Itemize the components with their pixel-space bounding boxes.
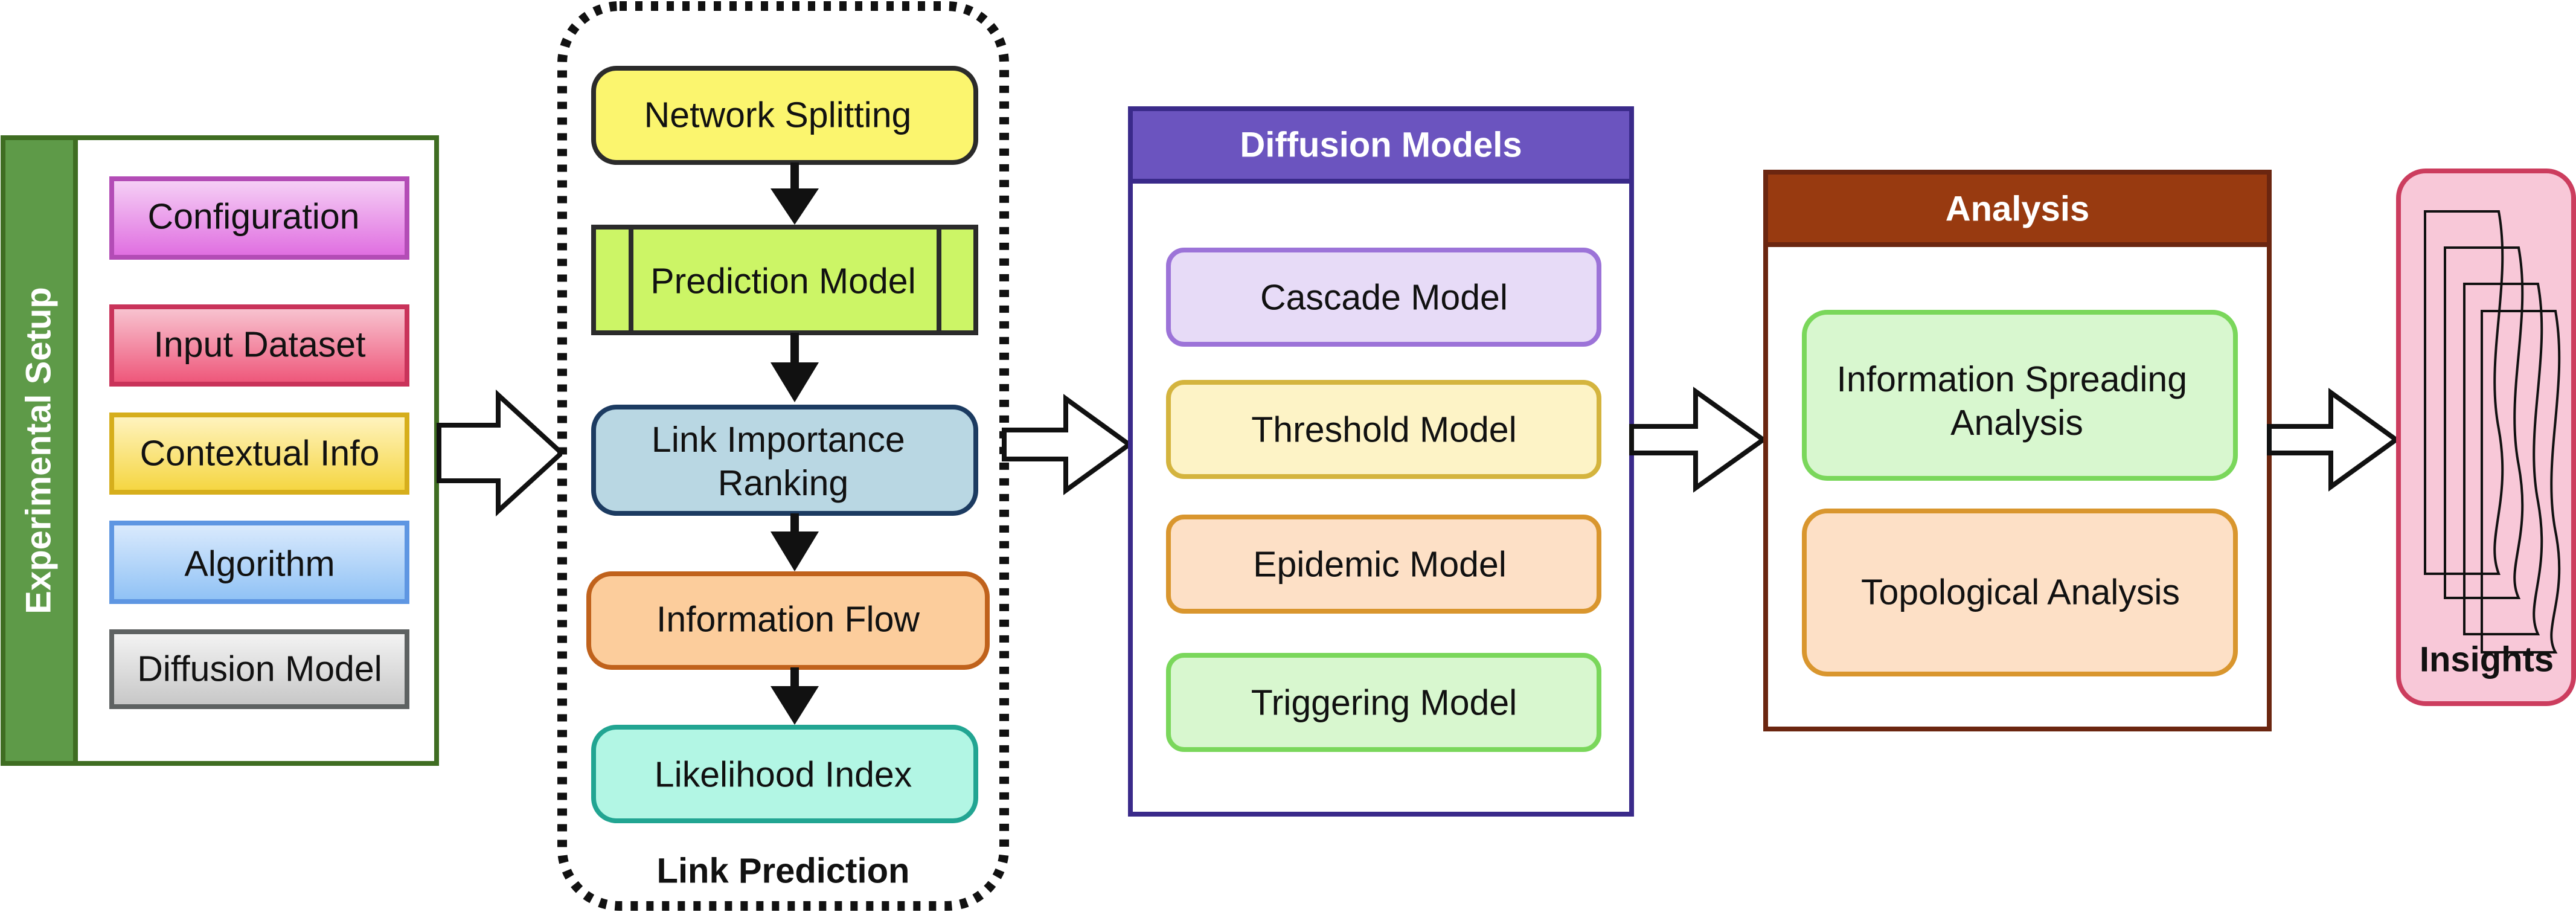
prediction-model-box xyxy=(591,225,978,335)
threshold-model-label: Threshold Model xyxy=(1251,410,1516,450)
contextual-info-label: Contextual Info xyxy=(140,434,380,474)
epidemic-model-box xyxy=(1166,515,1601,614)
information-flow-label: Information Flow xyxy=(656,600,920,640)
information-flow-box xyxy=(586,571,990,670)
prediction-model-label: Prediction Model xyxy=(650,262,915,301)
input-dataset-label: Input Dataset xyxy=(154,325,366,365)
documents-stack-icon xyxy=(2424,210,2561,653)
link-prediction-title: Link Prediction xyxy=(657,851,910,890)
algorithm-label: Algorithm xyxy=(184,544,335,584)
diffusion-models-title: Diffusion Models xyxy=(1240,125,1522,164)
contextual-info-box xyxy=(109,413,409,495)
triggering-model-label: Triggering Model xyxy=(1251,683,1517,723)
step-arrow-1 xyxy=(771,162,819,225)
epidemic-model-label: Epidemic Model xyxy=(1253,545,1507,585)
experimental-setup-title: Experimental Setup xyxy=(19,287,58,614)
diffusion-models-panel: Diffusion Models Cascade Model Threshold… xyxy=(1128,106,1634,817)
information-spreading-analysis-label: Information Spreading Analysis xyxy=(1837,359,2197,443)
information-spreading-analysis-box xyxy=(1802,310,2238,481)
configuration-box xyxy=(109,176,409,260)
triggering-model-box xyxy=(1166,653,1601,752)
link-importance-ranking-line-2: Ranking xyxy=(718,463,848,503)
network-splitting-label: Network Splitting xyxy=(644,95,912,135)
link-importance-ranking-line-1: Link Importance xyxy=(652,420,905,460)
algorithm-box xyxy=(109,521,409,604)
step-arrow-4 xyxy=(771,667,819,725)
step-arrow-3 xyxy=(771,513,819,571)
likelihood-index-label: Likelihood Index xyxy=(655,755,912,795)
analysis-panel: Analysis Information Spreading Analysis … xyxy=(1763,170,2272,731)
input-dataset-box xyxy=(109,304,409,387)
link-importance-ranking-box xyxy=(591,405,978,516)
configuration-label: Configuration xyxy=(148,197,360,237)
cascade-model-box xyxy=(1166,248,1601,347)
link-importance-ranking-label: Link Importance Ranking xyxy=(652,420,915,503)
cascade-model-label: Cascade Model xyxy=(1260,278,1508,318)
diffusion-model-label: Diffusion Model xyxy=(137,649,382,689)
flow-arrow-analysis-to-insights xyxy=(2267,388,2400,492)
flow-arrow-setup-to-link-prediction xyxy=(437,389,565,517)
topological-analysis-label: Topological Analysis xyxy=(1861,573,2180,612)
flow-arrow-diffusion-to-analysis xyxy=(1629,387,1767,493)
insights-title: Insights xyxy=(2420,640,2554,679)
likelihood-index-box xyxy=(591,725,978,823)
link-prediction-panel: Link Prediction Network Splitting Predic… xyxy=(557,1,1009,911)
threshold-model-box xyxy=(1166,380,1601,479)
step-arrow-2 xyxy=(771,333,819,402)
insights-panel: Insights xyxy=(2396,169,2576,706)
information-spreading-analysis-line-2: Analysis xyxy=(1950,403,2083,443)
experimental-setup-panel: Experimental Setup Configuration Input D… xyxy=(1,135,439,766)
topological-analysis-box xyxy=(1802,509,2238,676)
information-spreading-analysis-line-1: Information Spreading xyxy=(1837,359,2188,399)
flow-arrow-link-prediction-to-diffusion xyxy=(1002,394,1133,495)
network-splitting-box xyxy=(591,66,978,165)
diffusion-model-box xyxy=(109,629,409,709)
analysis-title: Analysis xyxy=(1946,189,2090,228)
